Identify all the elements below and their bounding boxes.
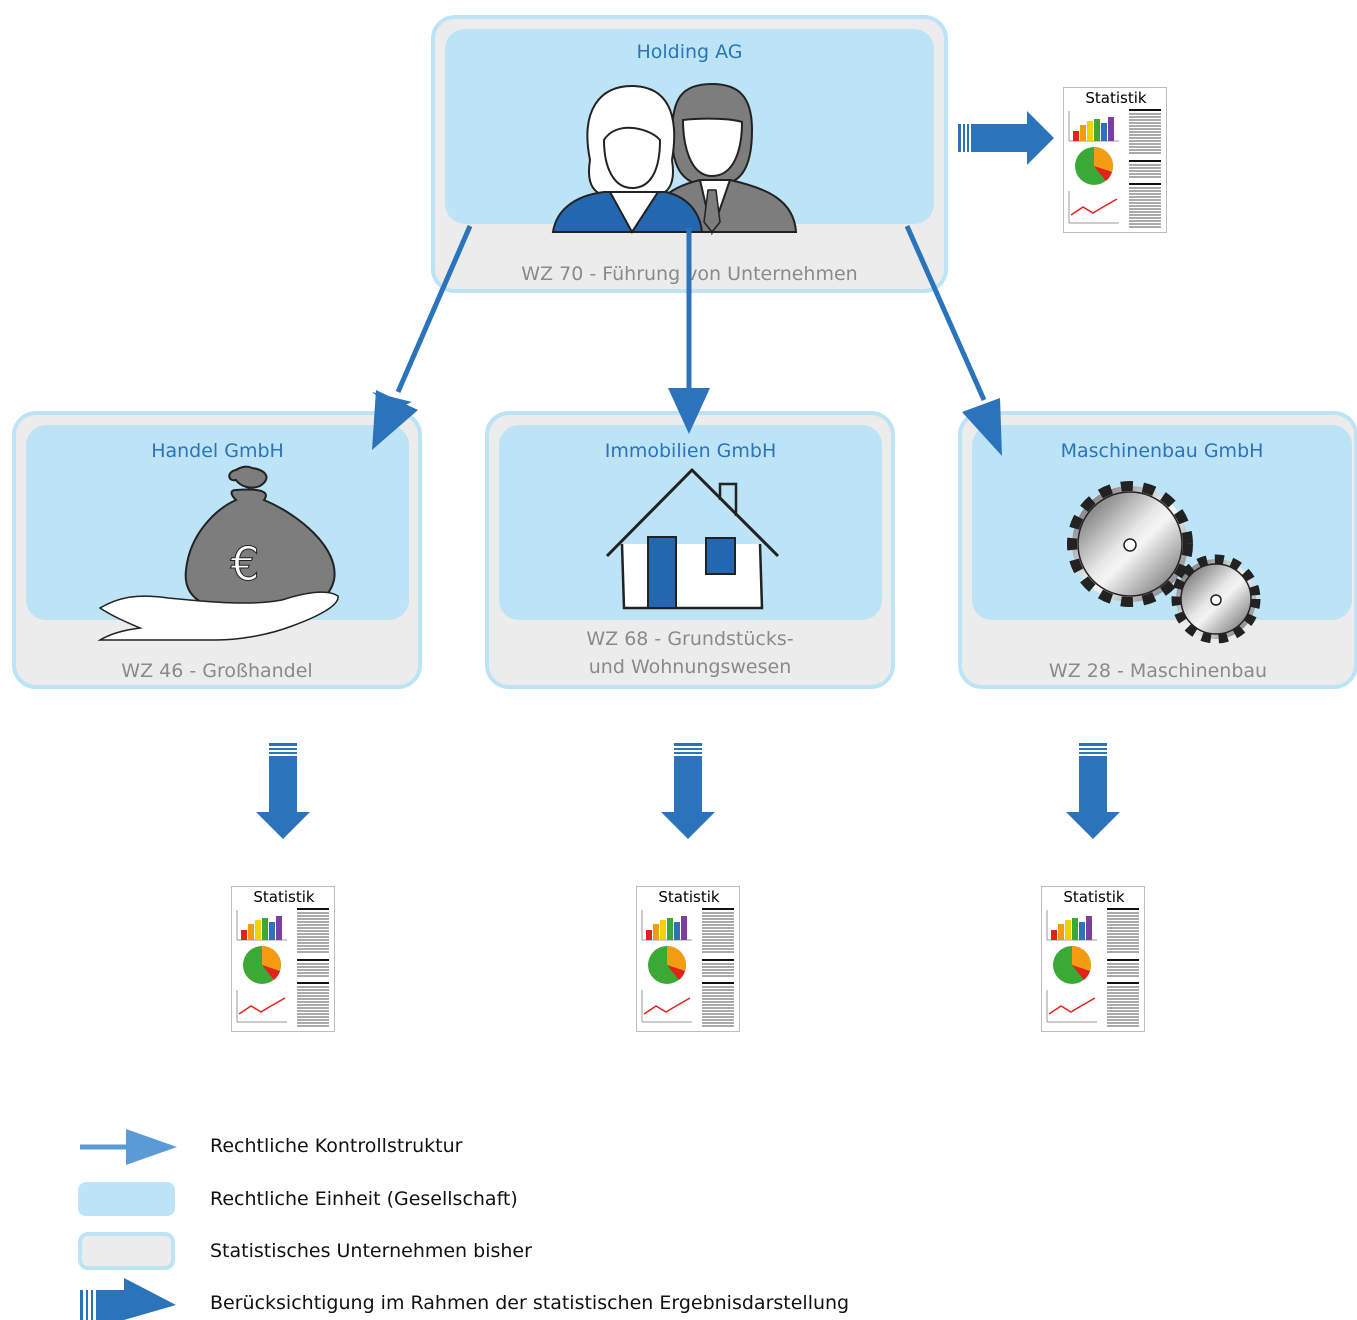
control-arrows xyxy=(372,224,1002,456)
statistics-title: Statistik xyxy=(1063,888,1125,906)
legend-label-enterprise: Statistisches Unternehmen bisher xyxy=(210,1240,532,1262)
legend-statistical-enterprise-swatch xyxy=(78,1232,175,1270)
immobilien-wz-line1: WZ 68 - Grundstücks- xyxy=(586,628,794,650)
immobilien-wz-line2: und Wohnungswesen xyxy=(588,656,792,678)
legend-legal-entity-swatch xyxy=(78,1182,175,1216)
legend-label-control: Rechtliche Kontrollstruktur xyxy=(210,1135,463,1157)
statistics-title: Statistik xyxy=(253,888,315,906)
holding-name: Holding AG xyxy=(636,41,743,63)
svg-text:€: € xyxy=(230,537,259,591)
legend-thin-arrow-icon xyxy=(80,1129,177,1165)
handel-wz: WZ 46 - Großhandel xyxy=(121,660,313,682)
handel-name: Handel GmbH xyxy=(151,440,284,462)
legend-label-statistics: Berücksichtigung im Rahmen der statistis… xyxy=(210,1292,850,1314)
gears-icon xyxy=(1067,481,1261,644)
money-bag-hand-icon: € xyxy=(97,465,339,641)
legend-thick-arrow-icon xyxy=(80,1278,176,1320)
legend-label-legal-entity: Rechtliche Einheit (Gesellschaft) xyxy=(210,1188,518,1210)
maschinenbau-name: Maschinenbau GmbH xyxy=(1060,440,1264,462)
immobilien-name: Immobilien GmbH xyxy=(604,440,777,462)
maschinenbau-wz: WZ 28 - Maschinenbau xyxy=(1048,660,1268,682)
statistics-title: Statistik xyxy=(658,888,720,906)
business-people-icon xyxy=(551,82,798,236)
house-icon xyxy=(605,468,780,610)
statistics-title: Statistik xyxy=(1085,89,1147,107)
